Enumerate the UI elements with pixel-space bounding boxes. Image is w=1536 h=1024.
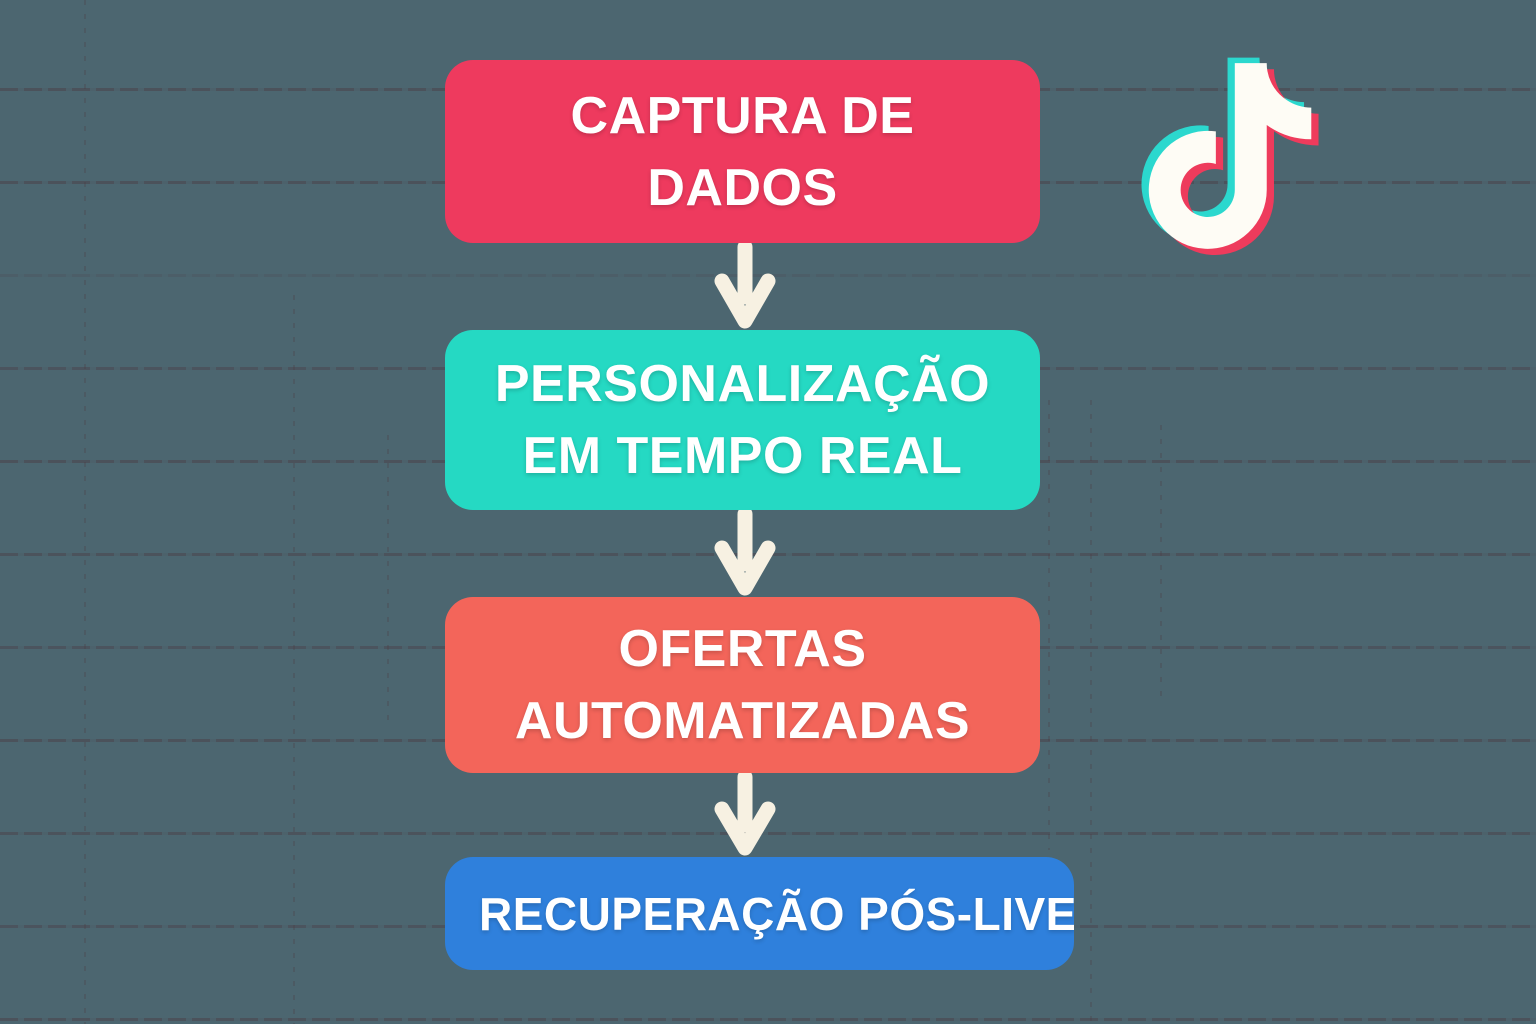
ruled-line-vertical (1048, 400, 1050, 850)
ruled-line-vertical (1160, 425, 1162, 705)
ruled-line-vertical (84, 0, 86, 1024)
flow-step-label: RECUPERAÇÃO PÓS-LIVE (479, 887, 1074, 940)
ruled-line-vertical (387, 435, 389, 725)
ruled-line-vertical (1090, 400, 1092, 1024)
down-arrow-icon (714, 773, 776, 856)
flow-step-recuperacao-pos-live: RECUPERAÇÃO PÓS-LIVE (445, 857, 1074, 970)
flow-step-label: OFERTAS AUTOMATIZADAS (514, 620, 971, 750)
flow-step-captura-de-dados: CAPTURA DE DADOS (445, 60, 1040, 243)
down-arrow-icon (714, 243, 776, 329)
flow-step-personalizacao-em-tempo-real: PERSONALIZAÇÃO EM TEMPO REAL (445, 330, 1040, 510)
down-arrow-icon (714, 510, 776, 596)
flow-step-ofertas-automatizadas: OFERTAS AUTOMATIZADAS (445, 597, 1040, 773)
flow-step-label: PERSONALIZAÇÃO EM TEMPO REAL (494, 355, 991, 485)
ruled-line-vertical (293, 295, 295, 1024)
tiktok-logo-icon (1141, 57, 1319, 256)
ruled-line (0, 1018, 1536, 1021)
flow-step-label: CAPTURA DE DADOS (570, 86, 915, 217)
